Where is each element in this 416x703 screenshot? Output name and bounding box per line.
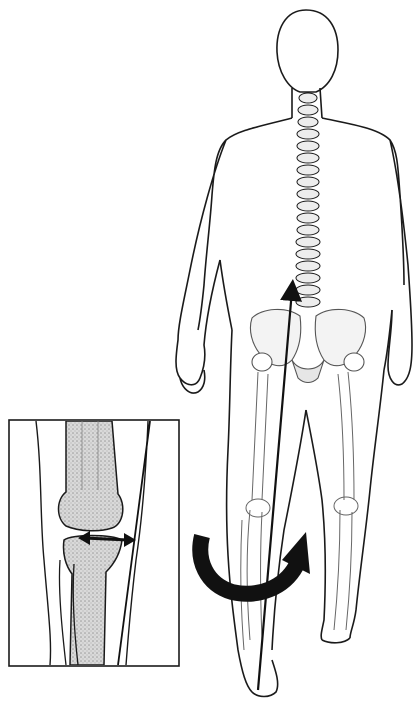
leg-bones xyxy=(241,372,358,650)
torso-left xyxy=(198,118,292,330)
right-foot xyxy=(322,638,350,643)
spine xyxy=(296,93,320,307)
pelvis xyxy=(250,309,365,382)
left-arm xyxy=(176,140,226,385)
left-leg xyxy=(227,330,253,692)
right-leg-inner xyxy=(306,410,325,640)
left-foot xyxy=(252,660,278,697)
rotation-arrow-icon xyxy=(200,532,310,594)
head xyxy=(277,10,338,92)
femur xyxy=(59,421,123,531)
waist-left xyxy=(220,260,232,330)
right-arm xyxy=(388,140,412,385)
right-leg-outer xyxy=(350,370,384,638)
left-leg-inner xyxy=(272,410,306,650)
knee-inset xyxy=(9,420,179,666)
torso-right xyxy=(322,118,404,285)
